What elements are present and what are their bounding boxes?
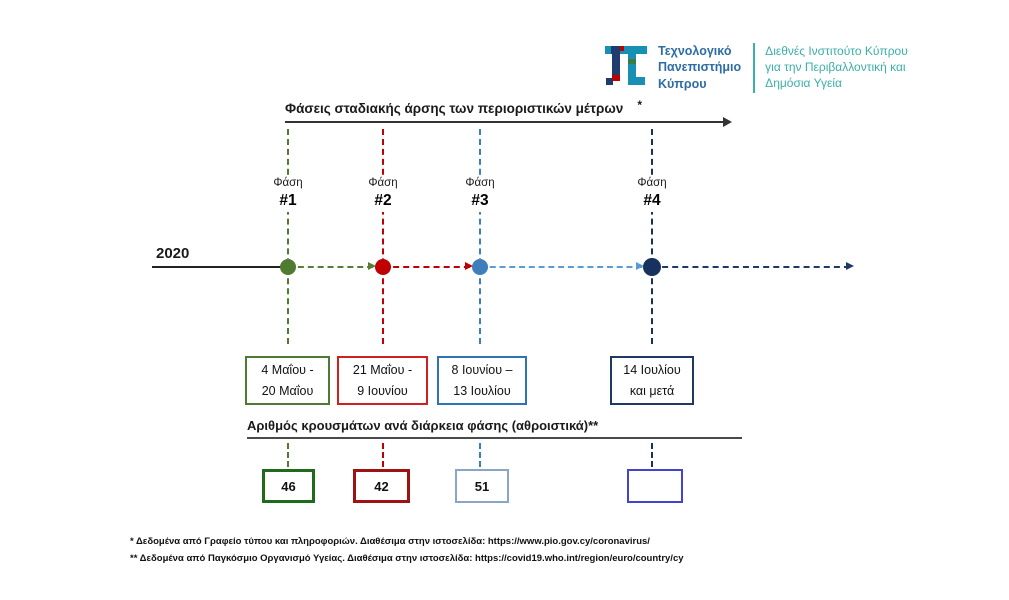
phase1-date-line2: 20 Μαΐου	[261, 383, 314, 398]
phases-title-asterisk: *	[637, 98, 642, 112]
phase2-number: #2	[374, 192, 392, 209]
phase1-cases-value: 46	[281, 478, 296, 494]
phase2-cases-value: 42	[374, 478, 389, 494]
phase2-label: Φάση #2	[362, 176, 404, 212]
university-logo-block: Τεχνολογικό Πανεπιστήμιο Κύπρου Διεθνές …	[603, 39, 908, 97]
phase3-guide-line	[479, 129, 481, 344]
arrow-head-icon	[636, 262, 644, 270]
phase1-guide-line	[287, 129, 289, 344]
arrow-head-icon	[846, 262, 854, 270]
university-name-line: Πανεπιστήμιο	[658, 60, 742, 75]
timeline-axis-start	[152, 266, 288, 268]
footnote-1: * Δεδομένα από Γραφείο τύπου και πληροφο…	[130, 536, 650, 547]
phase1-date-box: 4 Μαΐου - 20 Μαΐου	[245, 356, 330, 405]
institute-name-line: για την Περιβαλλοντική και	[765, 60, 906, 75]
university-name-line: Τεχνολογικό	[658, 44, 732, 58]
phase4-date-box: 14 Ιουλίου και μετά	[610, 356, 694, 405]
phase1-number: #1	[279, 192, 297, 209]
phase3-word: Φάση	[465, 177, 495, 189]
phase1-date-line1: 4 Μαΐου -	[261, 362, 314, 377]
phase3-label: Φάση #3	[459, 176, 501, 212]
timeline-segment-2	[383, 262, 480, 270]
phase1-label: Φάση #1	[267, 176, 309, 212]
university-name-line: Κύπρου	[658, 76, 707, 91]
arrow-head-icon	[368, 262, 376, 270]
footnote-2: ** Δεδομένα από Παγκόσμιο Οργανισμό Υγεί…	[130, 552, 684, 564]
phase3-case-guide	[479, 443, 481, 467]
phase4-word: Φάση	[637, 177, 667, 189]
phase2-date-line2: 9 Ιουνίου	[357, 383, 408, 398]
phase1-word: Φάση	[273, 177, 303, 189]
university-logo-icon	[605, 46, 647, 85]
phase3-date-line1: 8 Ιουνίου –	[451, 362, 513, 377]
phase2-case-guide	[382, 443, 384, 467]
cases-section-rule	[247, 437, 742, 439]
phase2-date-box: 21 Μαΐου - 9 Ιουνίου	[337, 356, 428, 405]
phase1-milestone-dot	[280, 259, 296, 275]
footnotes: * Δεδομένα από Γραφείο τύπου και πληροφο…	[130, 534, 684, 567]
phase1-case-guide	[287, 443, 289, 467]
phases-axis-arrow	[285, 116, 732, 127]
phases-title-text: Φάσεις σταδιακής άρσης των περιοριστικών…	[285, 101, 624, 116]
phase4-milestone-dot	[643, 258, 661, 276]
institute-name: Διεθνές Ινστιτούτο Κύπρου για την Περιβα…	[765, 43, 908, 92]
year-label: 2020	[156, 245, 190, 262]
phase3-number: #3	[471, 192, 489, 209]
phase4-label: Φάση #4	[631, 176, 673, 212]
timeline-segment-1	[288, 262, 383, 270]
phase4-number: #4	[643, 192, 661, 209]
phase2-milestone-dot	[375, 259, 391, 275]
phase4-date-line1: 14 Ιουλίου	[623, 362, 681, 377]
phase3-cases-value: 51	[474, 478, 490, 494]
institute-name-line: Δημόσια Υγεία	[765, 76, 842, 91]
arrow-head-icon	[465, 262, 473, 270]
arrow-head-icon	[723, 116, 732, 127]
phase4-cases-box	[627, 469, 683, 503]
phase3-date-line2: 13 Ιουλίου	[453, 383, 511, 398]
phase2-word: Φάση	[368, 177, 398, 189]
phase1-cases-box: 46	[262, 469, 315, 503]
phases-section-title: Φάσεις σταδιακής άρσης των περιοριστικών…	[285, 98, 642, 116]
logo-divider	[753, 43, 756, 93]
cases-section-title: Αριθμός κρουσμάτων ανά διάρκεια φάσης (α…	[247, 418, 599, 433]
phase4-guide-line	[651, 129, 653, 344]
timeline-segment-4	[652, 262, 854, 270]
phase3-milestone-dot	[472, 259, 488, 275]
phase3-cases-box: 51	[455, 469, 509, 503]
timeline-segment-3	[480, 262, 652, 270]
phase3-date-box: 8 Ιουνίου – 13 Ιουλίου	[437, 356, 527, 405]
phase4-case-guide	[651, 443, 653, 467]
institute-name-line: Διεθνές Ινστιτούτο Κύπρου	[765, 44, 908, 58]
phase2-guide-line	[382, 129, 384, 344]
phase2-cases-box: 42	[353, 469, 410, 503]
phase2-date-line1: 21 Μαΐου -	[352, 362, 413, 377]
phase4-date-line2: και μετά	[629, 383, 675, 398]
university-name: Τεχνολογικό Πανεπιστήμιο Κύπρου	[658, 43, 741, 92]
